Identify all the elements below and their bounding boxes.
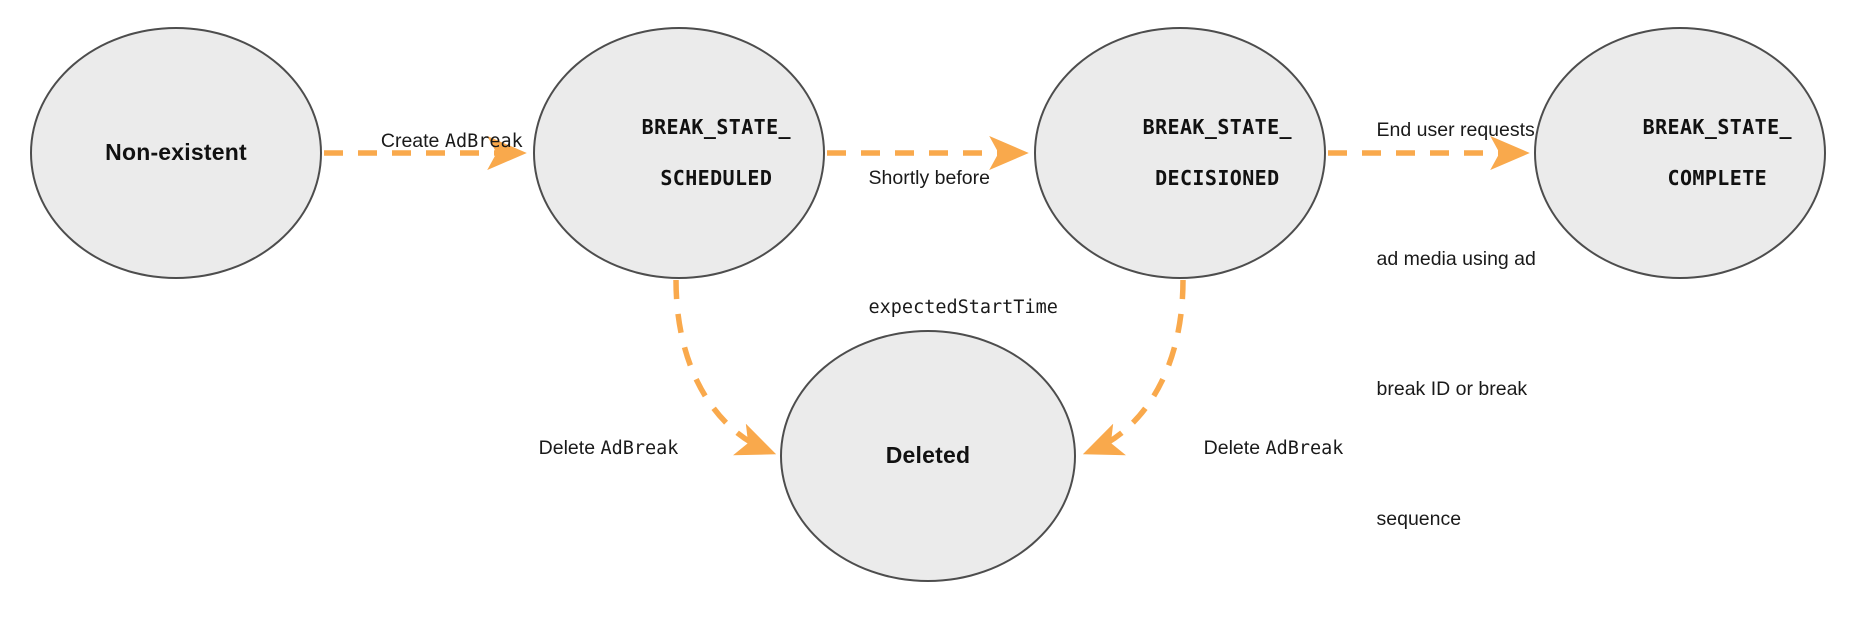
edge-label-run-mono: AdBreak xyxy=(444,130,523,152)
edge-label-line: sequence xyxy=(1344,481,1559,559)
edge-delete-from-decisioned xyxy=(1082,279,1186,456)
edge-label-line: break ID or break xyxy=(1344,351,1559,429)
state-node-label-line1: BREAK_STATE_ xyxy=(1642,114,1792,139)
state-node-label: BREAK_STATE_ DECISIONED xyxy=(1068,89,1292,217)
edge-label-run-sans: ad media using ad xyxy=(1376,248,1536,271)
state-node-deleted[interactable]: Deleted xyxy=(780,330,1076,582)
state-node-break-state-complete[interactable]: BREAK_STATE_ COMPLETE xyxy=(1534,27,1826,279)
edge-label-run-mono: expectedStartTime xyxy=(868,297,1058,319)
edge-label-delete-adbreak-right: Delete AdBreak xyxy=(1182,410,1382,488)
edge-label-run-sans: Delete xyxy=(1203,436,1266,459)
state-node-label: BREAK_STATE_ COMPLETE xyxy=(1568,89,1792,217)
edge-label-run-sans: Shortly before xyxy=(868,166,990,189)
edge-label-create-adbreak: Create AdBreak xyxy=(351,103,531,181)
state-node-label: Deleted xyxy=(885,442,971,469)
edge-label-run-mono: AdBreak xyxy=(1265,437,1344,459)
edge-label-run-sans: sequence xyxy=(1376,507,1462,530)
edge-label-run-mono: AdBreak xyxy=(600,437,679,459)
state-node-label-line2: COMPLETE xyxy=(1667,165,1768,190)
state-node-label-line2: SCHEDULED xyxy=(660,165,773,190)
state-node-label-line1: BREAK_STATE_ xyxy=(1142,114,1292,139)
state-node-break-state-scheduled[interactable]: BREAK_STATE_ SCHEDULED xyxy=(533,27,825,279)
edge-label-run-sans: Create xyxy=(380,129,445,152)
edge-label-shortly-before: Shortly before expectedStartTime xyxy=(836,88,1076,399)
edge-label-run-sans: End user requests xyxy=(1376,118,1535,141)
state-node-non-existent[interactable]: Non-existent xyxy=(30,27,322,279)
state-node-label: BREAK_STATE_ SCHEDULED xyxy=(567,89,791,217)
edge-label-line: Shortly before xyxy=(836,140,1076,218)
state-node-label: Non-existent xyxy=(105,139,247,166)
edge-label-delete-adbreak-left: Delete AdBreak xyxy=(517,410,717,488)
edge-label-end-user-requests: End user requests ad media using ad brea… xyxy=(1344,40,1559,610)
edge-label-run-sans: Delete xyxy=(538,436,601,459)
edge-label-run-sans: break ID or break xyxy=(1376,377,1528,400)
state-node-label-line1: BREAK_STATE_ xyxy=(641,114,791,139)
edge-label-line: ad media using ad xyxy=(1344,221,1559,299)
state-node-label-line2: DECISIONED xyxy=(1155,165,1280,190)
edge-label-line: expectedStartTime xyxy=(836,269,1076,347)
state-node-break-state-decisioned[interactable]: BREAK_STATE_ DECISIONED xyxy=(1034,27,1326,279)
edge-label-line: End user requests xyxy=(1344,92,1559,170)
